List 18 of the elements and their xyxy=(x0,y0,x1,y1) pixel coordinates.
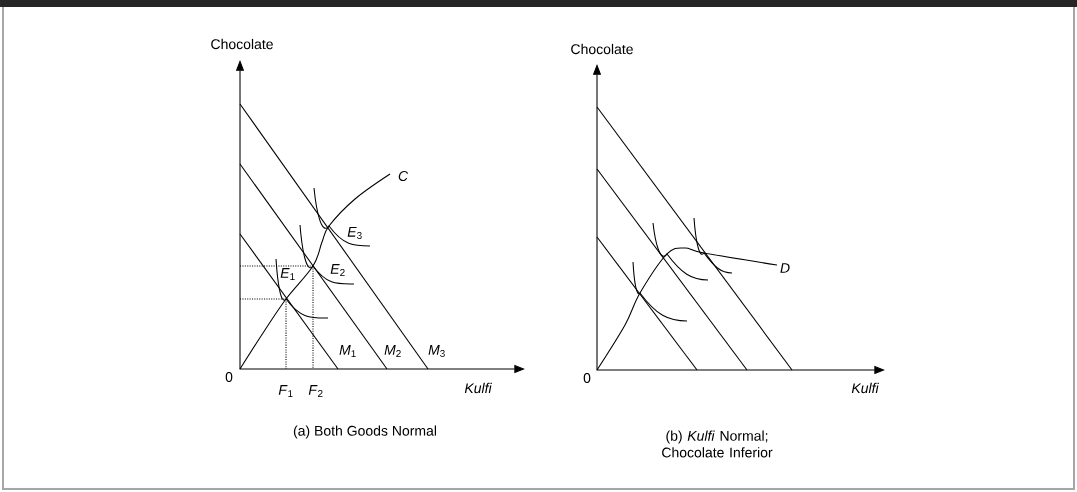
axis-title: Kulfi xyxy=(851,382,879,394)
tick-label: F$_{2}$ xyxy=(308,385,323,397)
axis-title: Kulfi xyxy=(464,382,492,394)
origin-label: 0 xyxy=(225,372,233,382)
curve-label: C xyxy=(398,171,409,181)
origin-label: 0 xyxy=(583,373,591,383)
axis-title: Chocolate xyxy=(211,38,273,50)
tick-label: F$_{1}$ xyxy=(278,385,293,397)
curve-label: D xyxy=(780,263,790,273)
point-label: E$_{3}$ xyxy=(347,227,362,239)
axis-title: Chocolate xyxy=(571,43,633,55)
panel-caption: (b) Kulfi Normal; Chocolate Inferior xyxy=(662,430,773,458)
line-label: M$_{2}$ xyxy=(384,345,401,357)
panel-caption: (a) Both Goods Normal xyxy=(293,425,436,439)
point-label: E$_{2}$ xyxy=(330,264,345,276)
point-label: E$_{1}$ xyxy=(280,268,295,280)
line-label: M$_{3}$ xyxy=(428,345,445,357)
line-label: M$_{1}$ xyxy=(339,345,356,357)
